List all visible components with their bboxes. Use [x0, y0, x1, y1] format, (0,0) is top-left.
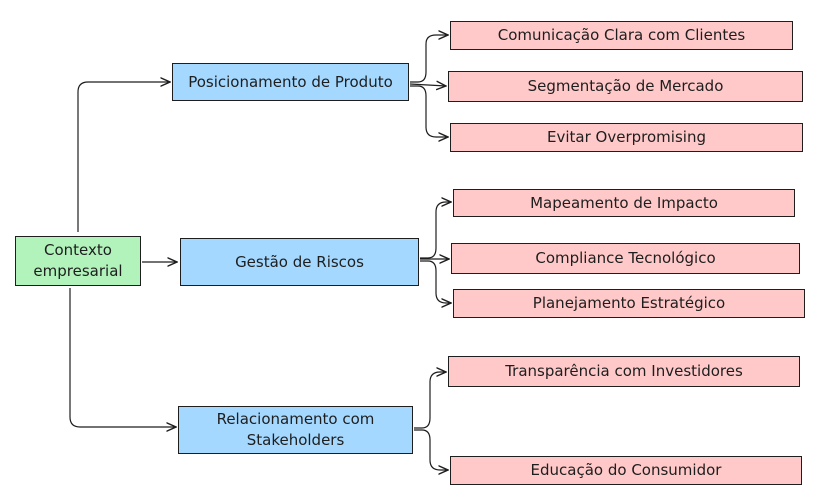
branch-node-posicionamento: Posicionamento de Produto	[172, 63, 409, 101]
leaf-node-compliance: Compliance Tecnológico	[451, 243, 800, 274]
connector-relacionamento-to-transparencia	[414, 372, 446, 429]
leaf-label: Comunicação Clara com Clientes	[497, 26, 746, 44]
leaf-label: Compliance Tecnológico	[535, 249, 716, 267]
connector-posicionamento-to-evitar	[410, 85, 448, 137]
branch-label: Gestão de Riscos	[235, 252, 364, 271]
leaf-node-evitar: Evitar Overpromising	[450, 123, 803, 152]
leaf-node-transparencia: Transparência com Investidores	[448, 356, 800, 387]
leaf-label: Mapeamento de Impacto	[530, 193, 718, 212]
connector-posicionamento-to-segmentacao	[409, 84, 446, 86]
leaf-label: Segmentação de Mercado	[527, 77, 724, 95]
leaf-label: Transparência com Investidores	[505, 362, 743, 380]
leaf-label: Planejamento Estratégico	[532, 294, 726, 312]
connector-gestao-to-mapeamento	[420, 202, 451, 259]
leaf-node-comunicacao: Comunicação Clara com Clientes	[450, 21, 793, 50]
connector-gestao-to-planejamento	[420, 260, 451, 303]
leaf-node-mapeamento: Mapeamento de Impacto	[453, 189, 795, 217]
leaf-label: Educação do Consumidor	[530, 461, 722, 479]
connector-root-to-relacionamento	[69, 288, 176, 427]
connector-root-to-posicionamento	[77, 82, 170, 232]
connector-relacionamento-to-educacao	[414, 429, 448, 470]
connector-posicionamento-to-comunicacao	[410, 35, 448, 83]
branch-node-gestao: Gestão de Riscos	[180, 238, 419, 286]
leaf-node-segmentacao: Segmentação de Mercado	[448, 71, 803, 102]
branch-label: Posicionamento de Produto	[188, 72, 393, 91]
leaf-label: Evitar Overpromising	[547, 128, 706, 146]
root-label: Contexto empresarial	[33, 241, 123, 280]
leaf-node-educacao: Educação do Consumidor	[450, 456, 802, 485]
branch-label: Relacionamento com Stakeholders	[216, 410, 375, 449]
branch-node-relacionamento: Relacionamento com Stakeholders	[178, 406, 413, 454]
leaf-node-planejamento: Planejamento Estratégico	[453, 289, 805, 318]
root-node: Contexto empresarial	[15, 236, 141, 286]
